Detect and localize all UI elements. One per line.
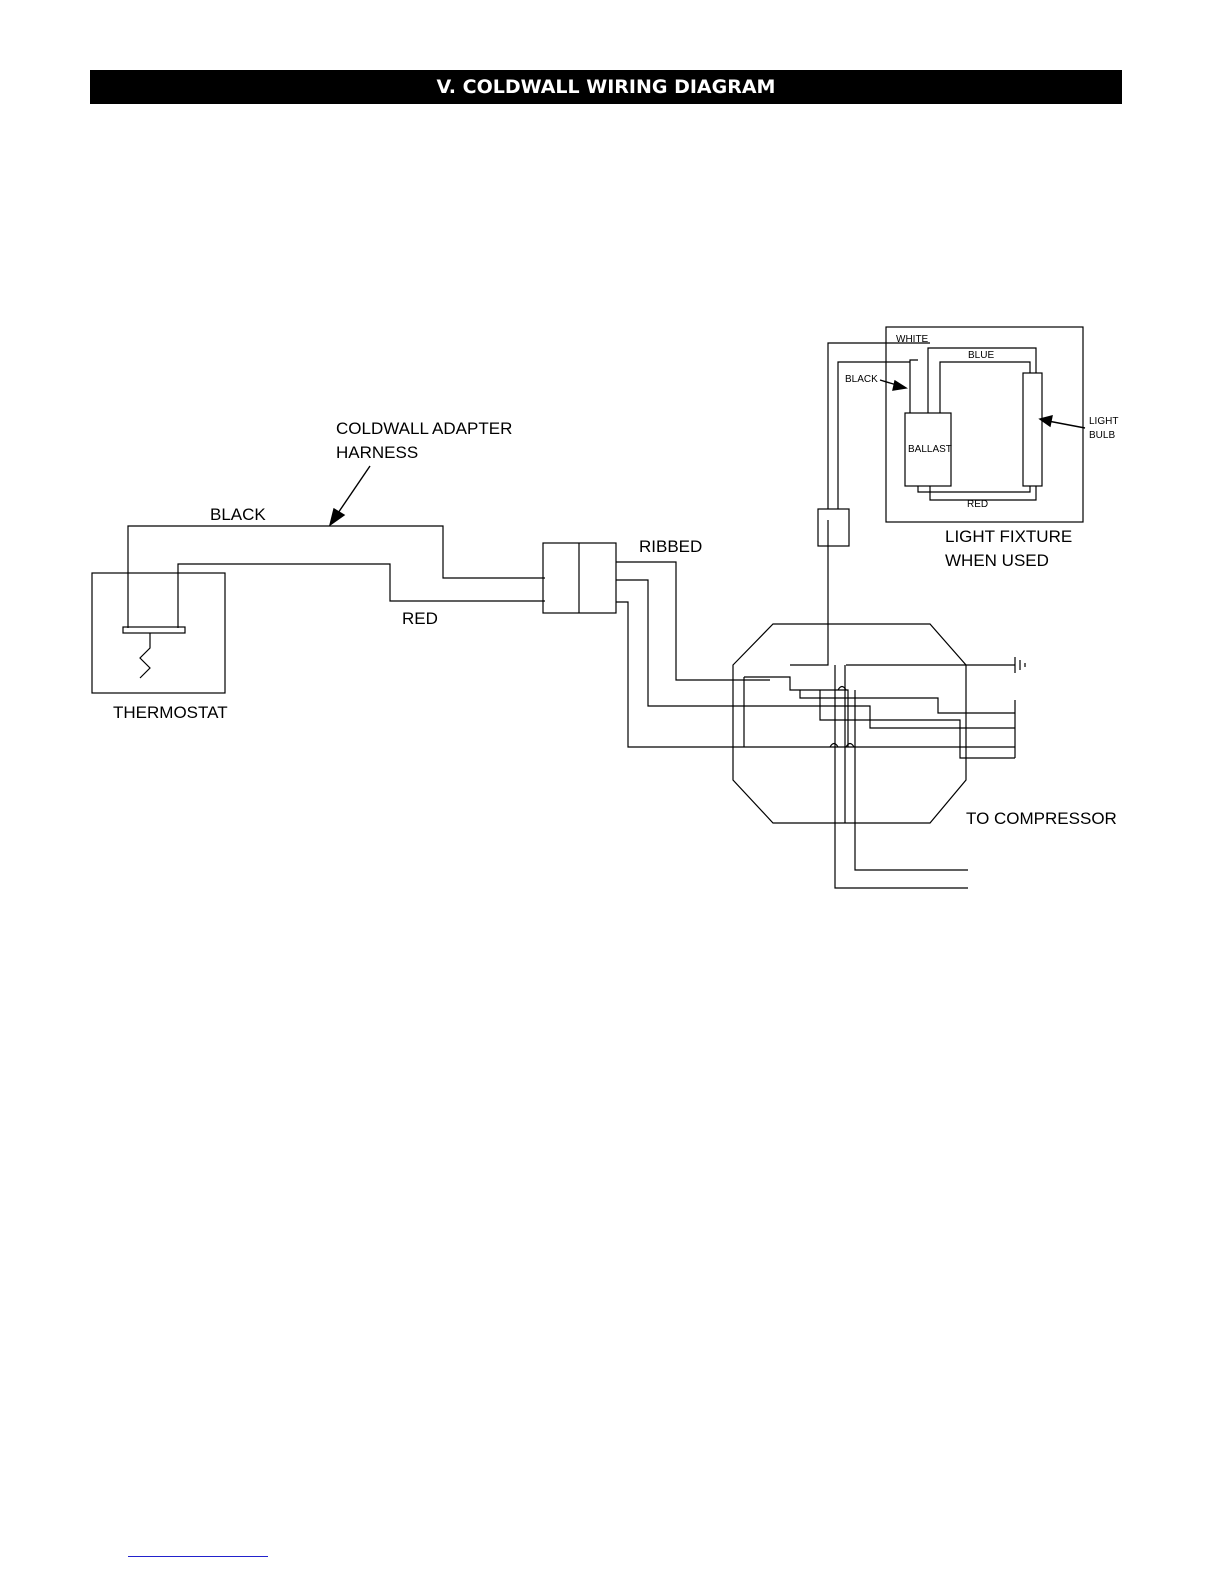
harness-arrow — [336, 466, 370, 516]
white-wire-label: WHITE — [896, 334, 929, 345]
control-box — [733, 624, 966, 823]
fixture-black-wire-label: BLACK — [845, 374, 878, 385]
thermostat-box — [92, 573, 225, 693]
harness-connector — [543, 543, 616, 613]
ground-icon — [1015, 657, 1025, 673]
light-plug — [818, 509, 849, 546]
red-wire — [178, 564, 545, 628]
light-bulb — [1023, 373, 1042, 486]
red-wire-label: RED — [402, 609, 438, 628]
light-fixture-label-1: LIGHT FIXTURE — [945, 527, 1072, 546]
blue-wire-label: BLUE — [968, 350, 994, 361]
black-wire-label: BLACK — [210, 505, 266, 524]
light-bulb-label-2: BULB — [1089, 430, 1115, 441]
black-wire — [128, 526, 545, 628]
ribbed-wire-label: RIBBED — [639, 537, 702, 556]
light-bulb-label-1: LIGHT — [1089, 416, 1118, 427]
harness-label-1: COLDWALL ADAPTER — [336, 419, 512, 438]
thermostat-label: THERMOSTAT — [113, 703, 228, 722]
ballast-label: BALLAST — [908, 444, 952, 455]
light-fixture-label-2: WHEN USED — [945, 551, 1049, 570]
harness-label-2: HARNESS — [336, 443, 418, 462]
footer-link-underline — [128, 1556, 268, 1557]
fixture-red-wire-label: RED — [967, 499, 988, 510]
to-compressor-label: TO COMPRESSOR — [966, 809, 1117, 828]
bulb-arrow — [1048, 421, 1085, 428]
